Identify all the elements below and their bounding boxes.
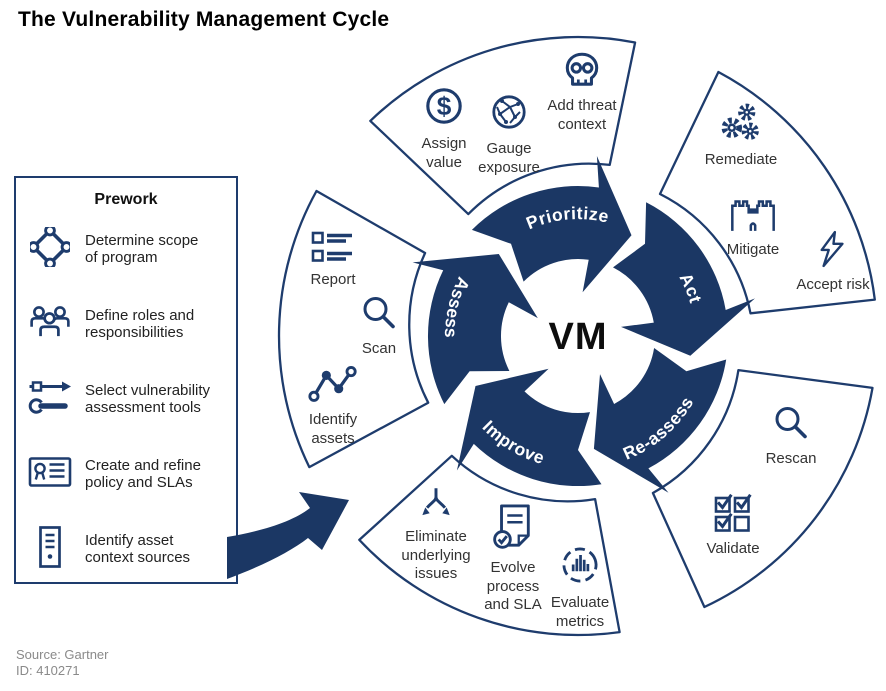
prework-item: Define roles and responsibilities (26, 303, 228, 345)
prework-panel: Prework Determine scope of program Defin… (14, 176, 238, 584)
prework-item-label: Define roles and responsibilities (85, 306, 195, 342)
cycle-item-validate: Validate (667, 490, 799, 559)
stage-arrow-act (613, 202, 755, 356)
cycle-item-label: Assign value (421, 135, 467, 171)
source-id: ID: 410271 (16, 663, 80, 678)
source-line: Source: Gartner (16, 647, 109, 662)
cycle-item-gauge: Gauge exposure (443, 92, 575, 177)
globe-icon (489, 95, 529, 136)
prework-item-label: Select vulnerability assessment tools (85, 381, 211, 417)
svg-text:$: $ (437, 91, 452, 121)
prework-item-label: Determine scope of program (85, 231, 199, 267)
chart-circle-icon (559, 547, 601, 590)
castle-icon (729, 200, 777, 237)
cycle-item-label: Report (310, 271, 356, 288)
cycle-item-scan: Scan (313, 294, 445, 359)
cycle-item-mitigate: Mitigate (687, 196, 819, 260)
people-icon (29, 305, 71, 344)
skull-icon (561, 52, 603, 93)
cycle-item-report: Report (267, 231, 399, 290)
cycle-item-label: Eliminate underlying issues (401, 528, 471, 582)
prework-to-cycle-arrow (227, 492, 349, 579)
cycle-item-evolve: Evolve process and SLA (447, 503, 579, 615)
source-note: Source: Gartner ID: 410271 (16, 647, 109, 679)
vm-center-label: VM (549, 316, 608, 358)
cycle-item-assign: $ Assign value (378, 85, 510, 172)
gears-icon (718, 103, 764, 147)
cycle-item-label: Identify assets (308, 411, 358, 447)
cycle-item-eliminate: Eliminate underlying issues (370, 486, 502, 584)
checkboxes-icon (713, 493, 753, 536)
prework-item: Create and refine policy and SLAs (26, 453, 228, 495)
cycle-item-accept-risk: Accept risk (767, 230, 886, 295)
cycle-item-identify: Identify assets (267, 363, 399, 448)
branch-icon (415, 488, 457, 524)
policy-card-icon (28, 455, 72, 494)
cycle-item-label: Scan (361, 340, 397, 357)
dollar-icon: $ (423, 88, 465, 131)
cycle-item-label: Add threat context (547, 97, 617, 133)
tools-icon (28, 380, 72, 419)
cycle-item-label: Remediate (704, 151, 778, 168)
stage-petal-act (658, 70, 876, 315)
stage-arrow-re-assess (593, 348, 727, 493)
cycle-item-label: Gauge exposure (478, 140, 540, 176)
stage-arrow-prioritize (471, 156, 632, 293)
cycle-item-label: Evaluate metrics (550, 594, 610, 630)
prework-item: Identify asset context sources (26, 525, 228, 570)
cycle-item-evaluate: Evaluate metrics (514, 544, 646, 631)
bolt-icon (817, 230, 849, 272)
prework-item-label: Identify asset context sources (85, 531, 191, 567)
cycle-item-rescan: Rescan (725, 404, 857, 469)
stage-arrow-improve (456, 368, 602, 487)
page-title: The Vulnerability Management Cycle (18, 8, 390, 31)
prework-item-label: Create and refine policy and SLAs (85, 456, 201, 492)
cycle-item-label: Rescan (765, 450, 817, 467)
doc-check-icon (491, 504, 535, 555)
magnifier-icon (360, 297, 398, 336)
magnifier-icon (772, 407, 810, 446)
cycle-item-label: Evolve process and SLA (484, 559, 542, 613)
cycle-item-label: Validate (706, 540, 760, 557)
cycle-item-remediate: Remediate (675, 101, 807, 170)
nodes-icon (308, 366, 358, 407)
prework-list: Determine scope of program Define roles … (16, 224, 236, 570)
cycle-item-label: Mitigate (726, 241, 780, 258)
server-icon (36, 525, 64, 574)
cycle-item-add-threat: Add threat context (516, 51, 648, 134)
stage-arrow-assess (412, 254, 538, 405)
prework-title: Prework (94, 191, 158, 208)
prework-item: Select vulnerability assessment tools (26, 378, 228, 420)
report-icon (311, 231, 355, 267)
stage-petal-re-assess (651, 368, 874, 609)
prework-item: Determine scope of program (26, 224, 228, 270)
cycle-item-label: Accept risk (796, 276, 870, 293)
stage-petal-improve (358, 454, 621, 637)
